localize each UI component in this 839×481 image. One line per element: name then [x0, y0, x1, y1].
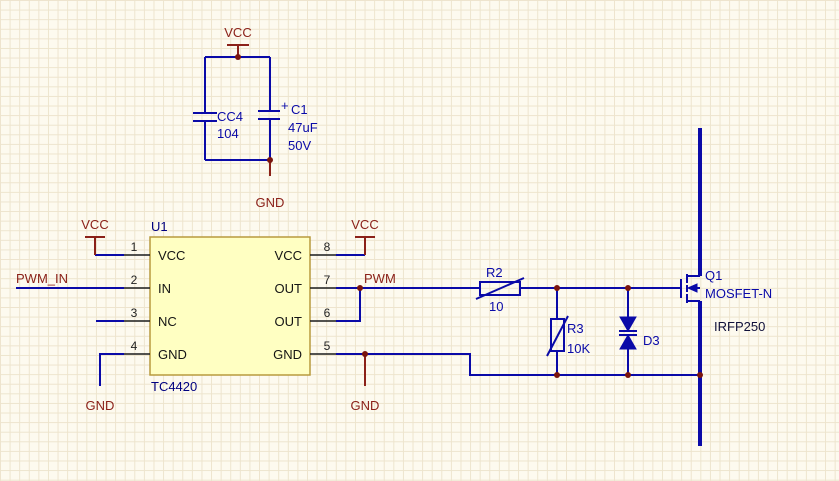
junction-dot: [554, 285, 560, 291]
u1-pin-4-number: 4: [131, 339, 138, 353]
junction-dot: [625, 372, 631, 378]
resistor-slash: [546, 315, 569, 357]
net-label-pwm-in[interactable]: PWM_IN: [16, 271, 68, 286]
resistor-slash: [475, 277, 525, 300]
u1-pin-8-number: 8: [324, 240, 331, 254]
u1-pin-7-name: OUT: [275, 281, 303, 296]
mosfet-arrow-icon: [686, 283, 698, 293]
u1-pin-4-name: GND: [158, 347, 187, 362]
resistor-r2[interactable]: R2 10: [475, 265, 525, 314]
junctions: [235, 54, 703, 378]
capacitor-c1[interactable]: + C1 47uF 50V: [258, 98, 318, 153]
diode-triangle: [619, 333, 637, 350]
power-port-gnd-pin5[interactable]: GND: [346, 354, 379, 413]
u1-pin-5-name: GND: [273, 347, 302, 362]
d3-ref-label: D3: [643, 333, 660, 348]
vcc-cap-label: VCC: [224, 25, 251, 40]
earth-ground-icon: [81, 386, 113, 396]
u1-pin-1-number: 1: [131, 240, 138, 254]
q1-ref-label: Q1: [705, 268, 722, 283]
u1-pin-2-number: 2: [131, 273, 138, 287]
power-port-gnd-cap[interactable]: GND: [251, 160, 284, 210]
q1-part-label: IRFP250: [714, 319, 765, 334]
power-port-vcc-cap[interactable]: VCC: [224, 25, 252, 57]
u1-part-label: TC4420: [151, 379, 197, 394]
junction-dot: [267, 157, 273, 163]
c1-polarity-mark: +: [281, 98, 289, 113]
r3-ref-label: R3: [567, 321, 584, 336]
junction-dot: [554, 372, 560, 378]
q1-type-label: MOSFET-N: [705, 286, 772, 301]
power-port-vcc-pin8[interactable]: VCC: [351, 217, 379, 255]
diode-triangle: [619, 316, 637, 333]
net-label-pwm[interactable]: PWM: [364, 271, 396, 286]
mosfet-q1[interactable]: Q1 MOSFET-N IRFP250: [680, 268, 772, 334]
r2-ref-label: R2: [486, 265, 503, 280]
gnd-pin4-label: GND: [86, 398, 115, 413]
power-port-gnd-pin4[interactable]: GND: [81, 386, 114, 413]
wire-out-pin6[interactable]: [336, 288, 361, 322]
power-port-vcc-pin1[interactable]: VCC: [81, 217, 109, 255]
u1-pin-8-name: VCC: [275, 248, 302, 263]
wire-gnd-pin4[interactable]: [99, 353, 124, 386]
earth-ground-icon: [251, 176, 283, 186]
u1-pin-6-name: OUT: [275, 314, 303, 329]
u1-pin-6-number: 6: [324, 306, 331, 320]
ic-body: [149, 236, 311, 376]
junction-dot: [362, 351, 368, 357]
cc4-value-label: 104: [217, 126, 239, 141]
resistor-body: [550, 318, 565, 352]
earth-ground-icon: [346, 386, 378, 396]
junction-dot: [697, 372, 703, 378]
junction-dot: [357, 285, 363, 291]
wire-gnd-pin5-rail[interactable]: [336, 353, 700, 376]
vcc-pin1-label: VCC: [81, 217, 108, 232]
vcc-pin8-label: VCC: [351, 217, 378, 232]
u1-ref-label: U1: [151, 219, 168, 234]
u1-pin-3-name: NC: [158, 314, 177, 329]
u1-pin-5-number: 5: [324, 339, 331, 353]
junction-dot: [625, 285, 631, 291]
c1-value-label: 47uF: [288, 120, 318, 135]
c1-rating-label: 50V: [288, 138, 311, 153]
resistor-body: [479, 281, 521, 296]
u1-pin-1-name: VCC: [158, 248, 185, 263]
u1-pin-7-number: 7: [324, 273, 331, 287]
junction-dot: [235, 54, 241, 60]
wires: [16, 56, 702, 446]
u1-pin-3-number: 3: [131, 306, 138, 320]
cc4-ref-label: CC4: [217, 109, 243, 124]
gnd-pin5-label: GND: [351, 398, 380, 413]
ic-u1[interactable]: U1 TC4420 1 2 3 4 VCC IN NC GND 8 7 6 5 …: [124, 219, 336, 394]
gnd-cap-label: GND: [256, 195, 285, 210]
u1-pins: 1 2 3 4 VCC IN NC GND 8 7 6 5 VCC OUT OU…: [124, 240, 336, 362]
capacitor-cc4[interactable]: CC4 104: [193, 109, 243, 141]
c1-ref-label: C1: [291, 102, 308, 117]
resistor-r3[interactable]: R3 10K: [546, 315, 590, 357]
u1-pin-2-name: IN: [158, 281, 171, 296]
r3-value-label: 10K: [567, 341, 590, 356]
diode-d3[interactable]: D3: [619, 316, 660, 350]
r2-value-label: 10: [489, 299, 503, 314]
